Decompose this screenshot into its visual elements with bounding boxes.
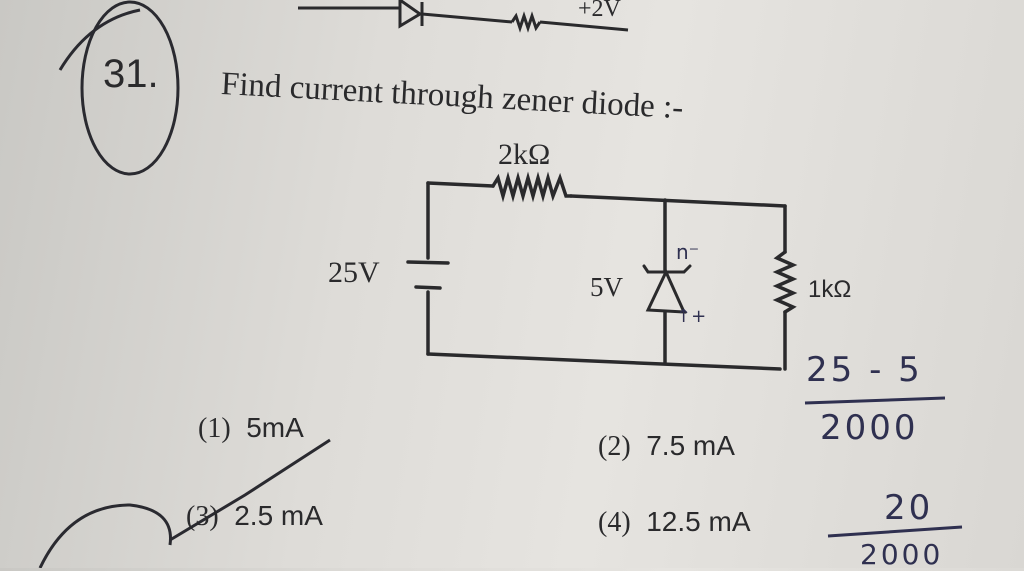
source-voltage-label: 25V	[328, 256, 380, 289]
circle-tail-stroke	[58, 8, 141, 71]
question-number-circle	[80, 0, 180, 176]
zener-polarity-bottom: ↑+	[676, 306, 707, 327]
battery-long-plate	[406, 260, 450, 265]
option-1[interactable]: (1) 5mA	[198, 412, 304, 445]
fraction-2-numerator: 20	[884, 488, 934, 528]
option3-circle-fragment	[38, 503, 172, 568]
option-4-value: 12.5 mA	[646, 506, 751, 537]
zener-voltage-label: 5V	[590, 272, 623, 302]
zener-diode	[645, 268, 687, 314]
load-resistor-label: 1kΩ	[808, 276, 852, 303]
option-3-value: 2.5 mA	[234, 500, 323, 531]
option-3[interactable]: (3) 2.5 mA	[186, 500, 323, 533]
option-3-number: (3)	[186, 501, 219, 532]
question-number: 31.	[103, 52, 159, 96]
battery-short-plate	[414, 285, 442, 290]
option-1-number: (1)	[198, 413, 231, 444]
zener-polarity-top: n⁻	[676, 240, 700, 264]
option-2[interactable]: (2) 7.5 mA	[598, 430, 735, 463]
series-resistor	[491, 171, 573, 203]
answer-tick-mark	[169, 438, 331, 542]
fraction-bar-2	[827, 525, 963, 538]
option-2-number: (2)	[598, 431, 631, 462]
fraction-2-denominator: 2000	[860, 538, 944, 571]
option-2-value: 7.5 mA	[646, 430, 735, 461]
series-resistor-label: 2kΩ	[498, 138, 551, 171]
fraction-1-denominator: 2000	[820, 408, 919, 448]
fraction-bar-1	[804, 396, 946, 405]
fraction-1-numerator: 25 - 5	[806, 350, 923, 390]
option-4[interactable]: (4) 12.5 mA	[598, 506, 751, 539]
top-fragment-voltage-label: +2V	[578, 0, 621, 22]
circuit-diagram	[406, 171, 798, 371]
load-resistor	[772, 250, 798, 314]
option-4-number: (4)	[598, 507, 631, 538]
top-fragment-circuit	[298, 0, 629, 33]
option-1-value: 5mA	[246, 412, 304, 443]
